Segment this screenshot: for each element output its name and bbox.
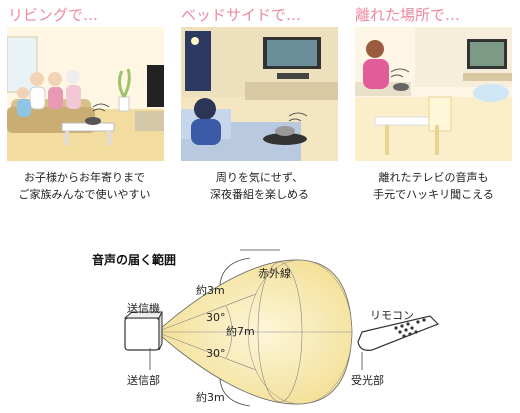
distant-place-illustration [355, 27, 512, 161]
bedside-illustration [181, 27, 338, 161]
caption-distant-line1: 離れたテレビの音声も [378, 171, 489, 184]
panel-title-bedside: ベッドサイドで… [181, 6, 302, 24]
range-side-top-label: 約3m [196, 284, 225, 297]
remote-control-icon [357, 315, 440, 351]
caption-bedside-line1: 周りを気にせず、 [215, 171, 304, 184]
caption-living-line2: ご家族みんなで使いやすい [18, 188, 151, 201]
angle-bottom-label: 30° [206, 347, 226, 360]
caption-living-line1: お子様からお年寄りまで [24, 171, 145, 184]
range-side-bottom-label: 約3m [196, 391, 225, 404]
caption-bedside: 周りを気にせず、 深夜番組を楽しめる [177, 169, 342, 203]
caption-distant: 離れたテレビの音声も 手元でハッキリ聞こえる [351, 169, 516, 203]
range-diagram [123, 249, 440, 407]
panel-title-living: リビングで… [8, 6, 99, 24]
remote-label: リモコン [370, 309, 414, 322]
range-front-label: 約7m [226, 325, 255, 338]
caption-distant-line2: 手元でハッキリ聞こえる [373, 188, 494, 201]
caption-bedside-line2: 深夜番組を楽しめる [210, 188, 309, 201]
diagram-title: 音声の届く範囲 [92, 253, 177, 267]
transmitter-icon [123, 311, 163, 351]
infrared-label: 赤外線 [258, 267, 291, 280]
panel-title-remote-place: 離れた場所で… [355, 6, 461, 24]
angle-top-label: 30° [206, 311, 226, 324]
receiver-part-label: 受光部 [351, 374, 384, 387]
caption-living: お子様からお年寄りまで ご家族みんなで使いやすい [2, 169, 167, 203]
transmitter-part-label: 送信部 [127, 374, 160, 387]
transmitter-label: 送信機 [127, 302, 160, 315]
living-room-illustration [7, 27, 164, 161]
